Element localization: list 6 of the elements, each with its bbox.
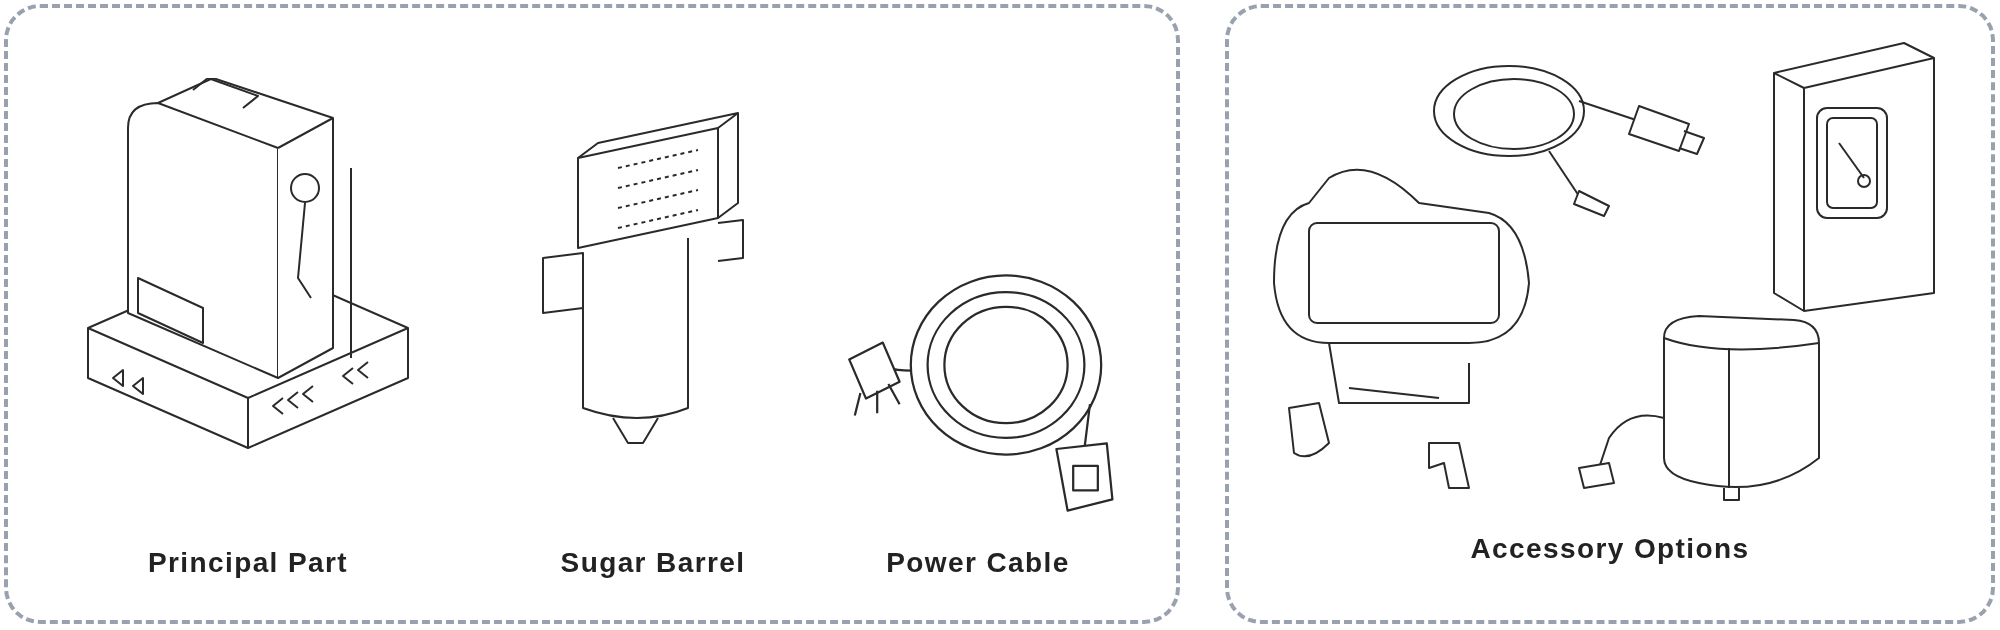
item-label: Power Cable: [885, 546, 1071, 580]
dashed-panel: [4, 4, 1180, 624]
dashed-panel: [1225, 4, 1995, 624]
item-label: Principal Part: [146, 546, 350, 580]
panel-title: Accessory Options: [1469, 532, 1751, 566]
item-label: Sugar Barrel: [559, 546, 747, 580]
